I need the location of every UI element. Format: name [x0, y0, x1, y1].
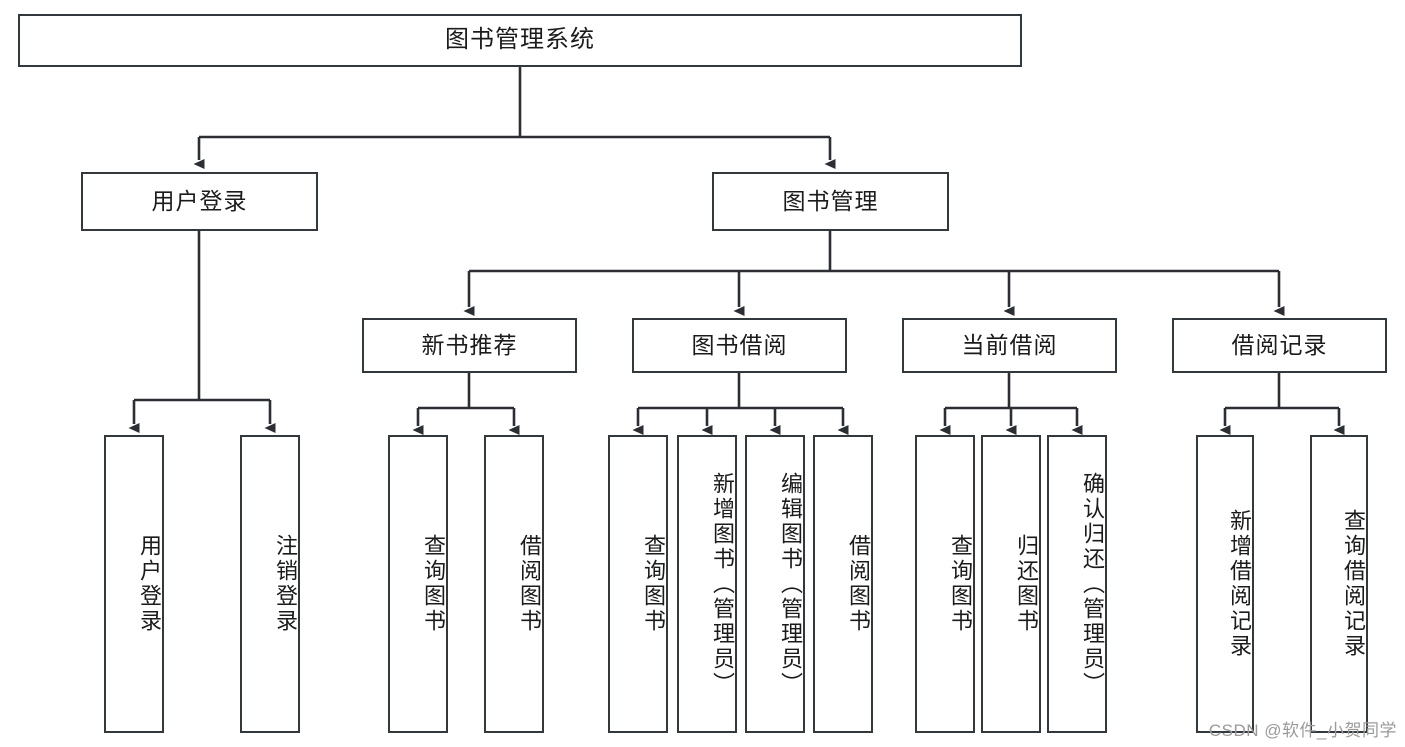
node-leaf-add-record-label: 新增借阅记录 [1227, 509, 1252, 659]
node-leaf-add-book[interactable]: 新增图书（管理员） [677, 435, 737, 733]
node-book-borrow[interactable]: 图书借阅 [632, 318, 847, 373]
node-leaf-logout-label: 注销登录 [273, 534, 298, 634]
node-leaf-query-book-3-label: 查询图书 [948, 534, 973, 634]
node-current-borrow-label: 当前借阅 [961, 331, 1058, 358]
watermark: CSDN @软件_小贺同学 [1208, 721, 1397, 740]
node-borrow-record[interactable]: 借阅记录 [1172, 318, 1387, 373]
node-leaf-edit-book[interactable]: 编辑图书（管理员） [745, 435, 805, 733]
node-leaf-add-record[interactable]: 新增借阅记录 [1196, 435, 1254, 733]
node-leaf-confirm-return-label: 确认归还（管理员） [1080, 471, 1105, 697]
node-new-book-recommend-label: 新书推荐 [421, 331, 518, 358]
node-leaf-borrow-book-2[interactable]: 借阅图书 [813, 435, 873, 733]
node-leaf-logout[interactable]: 注销登录 [240, 435, 300, 733]
node-root-label: 图书管理系统 [445, 26, 595, 54]
node-leaf-confirm-return[interactable]: 确认归还（管理员） [1047, 435, 1107, 733]
node-book-manage[interactable]: 图书管理 [712, 172, 949, 231]
node-leaf-return-book[interactable]: 归还图书 [981, 435, 1041, 733]
node-leaf-borrow-book-1[interactable]: 借阅图书 [484, 435, 544, 733]
node-current-borrow[interactable]: 当前借阅 [902, 318, 1117, 373]
node-borrow-record-label: 借阅记录 [1231, 331, 1328, 358]
node-leaf-query-record[interactable]: 查询借阅记录 [1310, 435, 1368, 733]
node-book-manage-label: 图书管理 [782, 187, 879, 214]
node-leaf-query-book-1[interactable]: 查询图书 [388, 435, 448, 733]
node-new-book-recommend[interactable]: 新书推荐 [362, 318, 577, 373]
node-leaf-user-login-label: 用户登录 [137, 534, 162, 634]
node-leaf-query-book-3[interactable]: 查询图书 [915, 435, 975, 733]
node-leaf-add-book-label: 新增图书（管理员） [710, 471, 735, 697]
node-leaf-borrow-book-1-label: 借阅图书 [517, 534, 542, 634]
node-leaf-return-book-label: 归还图书 [1014, 534, 1039, 634]
node-leaf-query-record-label: 查询借阅记录 [1341, 509, 1366, 659]
node-leaf-query-book-2-label: 查询图书 [641, 534, 666, 634]
node-user-login[interactable]: 用户登录 [81, 172, 318, 231]
node-leaf-query-book-2[interactable]: 查询图书 [608, 435, 668, 733]
node-leaf-borrow-book-2-label: 借阅图书 [846, 534, 871, 634]
node-root[interactable]: 图书管理系统 [18, 14, 1022, 67]
node-leaf-edit-book-label: 编辑图书（管理员） [778, 471, 803, 697]
node-leaf-user-login[interactable]: 用户登录 [104, 435, 164, 733]
node-user-login-label: 用户登录 [151, 187, 248, 214]
node-leaf-query-book-1-label: 查询图书 [421, 534, 446, 634]
node-book-borrow-label: 图书借阅 [691, 331, 788, 358]
